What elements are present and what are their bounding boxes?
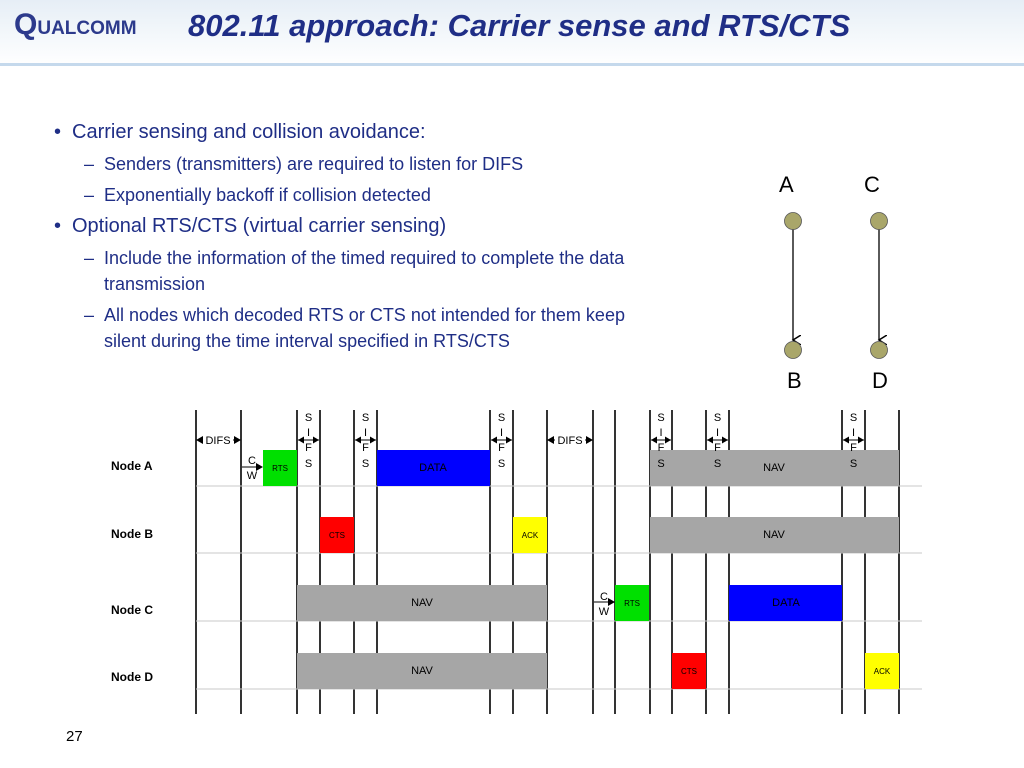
difs-marker-1: DIFS xyxy=(196,433,241,447)
node-label-b: B xyxy=(787,368,802,393)
row-label-node-b: Node B xyxy=(111,527,153,541)
nav-label-node-d: NAV xyxy=(411,665,433,677)
bullet-list: Carrier sensing and collision avoidance:… xyxy=(54,119,694,359)
sifs-letter: S xyxy=(657,412,664,424)
cw-letter: C xyxy=(248,455,256,467)
node-label-c: C xyxy=(864,172,880,197)
nav-block-node-c xyxy=(297,585,547,621)
nav-label-node-c: NAV xyxy=(411,597,433,609)
sifs-letter: S xyxy=(305,412,312,424)
bullet-item: Carrier sensing and collision avoidance: xyxy=(54,119,694,145)
node-a xyxy=(784,212,802,230)
sifs-letter: F xyxy=(714,442,721,454)
nav-label-node-b: NAV xyxy=(763,529,785,541)
sifs-letter: F xyxy=(305,442,312,454)
sub-bullet-item: Exponentially backoff if collision detec… xyxy=(54,182,694,208)
cw-marker-node-c: C W xyxy=(594,591,615,618)
sifs-letter: S xyxy=(362,412,369,424)
ack-block-node-b xyxy=(513,517,547,553)
sifs-letter: I xyxy=(852,427,855,439)
sifs-letter: I xyxy=(500,427,503,439)
cts-label-node-d: CTS xyxy=(681,667,697,676)
data-label-node-a: DATA xyxy=(419,462,447,474)
sifs-letter: I xyxy=(659,427,662,439)
ack-label-node-d: ACK xyxy=(874,667,891,676)
nav-block-node-b xyxy=(650,517,899,553)
sifs-letter: S xyxy=(498,412,505,424)
slide-title: 802.11 approach: Carrier sense and RTS/C… xyxy=(188,8,851,43)
rts-label-node-a: RTS xyxy=(272,464,288,473)
sub-bullet-item: Include the information of the timed req… xyxy=(54,245,684,297)
node-d xyxy=(870,341,888,359)
rts-label-node-c: RTS xyxy=(624,599,640,608)
cts-block-node-b xyxy=(320,517,354,553)
cts-block-node-d xyxy=(672,653,706,689)
sifs-letter: F xyxy=(658,442,665,454)
sifs-letter: I xyxy=(307,427,310,439)
sifs-letter: S xyxy=(850,412,857,424)
data-block-node-a xyxy=(377,450,490,486)
rts-block-node-c xyxy=(615,585,649,621)
sifs-letter: S xyxy=(714,458,721,470)
cw-letter: W xyxy=(599,606,610,618)
sifs-letter: F xyxy=(850,442,857,454)
page-number: 27 xyxy=(66,728,83,745)
data-label-node-c: DATA xyxy=(772,597,800,609)
sub-bullet-item: Senders (transmitters) are required to l… xyxy=(54,151,694,177)
cw-marker-node-a: C W xyxy=(242,455,263,482)
sifs-letter: S xyxy=(305,458,312,470)
sifs-letter: S xyxy=(362,458,369,470)
nav-block-node-d xyxy=(297,653,547,689)
sub-bullet-item: All nodes which decoded RTS or CTS not i… xyxy=(54,302,664,354)
header-band xyxy=(0,0,1024,66)
cts-label-node-b: CTS xyxy=(329,531,345,540)
ack-label-node-b: ACK xyxy=(522,531,539,540)
difs-marker-2: DIFS xyxy=(547,433,593,447)
ack-block-node-d xyxy=(865,653,899,689)
row-label-node-d: Node D xyxy=(111,670,153,684)
nav-block-node-a xyxy=(650,450,899,486)
cw-letter: W xyxy=(247,470,258,482)
sifs-letter: F xyxy=(362,442,369,454)
sifs-letter: S xyxy=(498,458,505,470)
sifs-letter: F xyxy=(498,442,505,454)
difs-label: DIFS xyxy=(557,435,582,447)
bullet-item: Optional RTS/CTS (virtual carrier sensin… xyxy=(54,213,694,239)
node-label-d: D xyxy=(872,368,888,393)
sifs-letter: S xyxy=(657,458,664,470)
difs-label: DIFS xyxy=(205,435,230,447)
data-block-node-c xyxy=(729,585,842,621)
node-label-a: A xyxy=(779,172,794,197)
rts-block-node-a xyxy=(263,450,297,486)
node-b xyxy=(784,341,802,359)
sifs-letter: S xyxy=(850,458,857,470)
sifs-letter: I xyxy=(364,427,367,439)
row-label-node-c: Node C xyxy=(111,603,153,617)
sifs-letter: S xyxy=(714,412,721,424)
sifs-letter: I xyxy=(716,427,719,439)
node-c xyxy=(870,212,888,230)
qualcomm-logo: QUALCOMM xyxy=(14,8,137,41)
cw-letter: C xyxy=(600,591,608,603)
header-rule xyxy=(0,63,1024,66)
nav-label-node-a: NAV xyxy=(763,462,785,474)
row-label-node-a: Node A xyxy=(111,459,153,473)
